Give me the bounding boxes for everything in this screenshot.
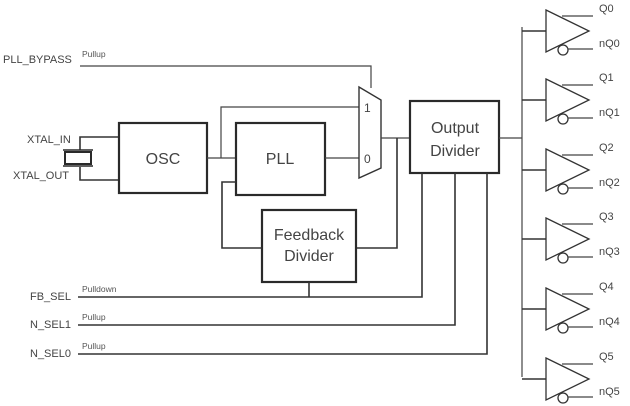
output-buffer-2: Q2 nQ2 [522,142,620,195]
xtal-in-label: XTAL_IN [27,134,71,146]
n-sel1-input: N_SEL1 Pullup [30,173,456,331]
osc-label: OSC [146,151,181,168]
n-sel1-resistor: Pullup [82,312,106,322]
feedback-divider-label-2: Divider [284,248,334,265]
osc-to-mux1-wire [220,106,359,158]
feedback-to-pll-wire [221,181,262,249]
buffer-icon [545,356,591,402]
crystal-icon [64,151,92,165]
n-sel1-wire [78,173,456,326]
osc-block: OSC [117,121,209,195]
nq-output-label: nQ2 [599,177,620,189]
output-divider-block: Output Divider [408,99,501,175]
pll-bypass-mux: 1 0 [358,85,382,180]
xtal-out-label: XTAL_OUT [13,170,69,182]
output-divider-label-2: Divider [430,143,480,160]
mux-input-0-label: 0 [364,152,371,166]
fb-sel-wire [78,173,423,298]
buffer-icon [545,8,591,54]
nq-output-label: nQ1 [599,107,620,119]
output-buffer-0: Q0 nQ0 [522,3,620,56]
fb-sel-resistor: Pulldown [82,284,117,294]
pll-bypass-resistor: Pullup [82,49,106,59]
n-sel0-input: N_SEL0 Pullup [30,173,488,360]
xtal-in-wire [79,136,118,150]
inversion-bubble-icon [557,392,569,404]
q-output-label: Q3 [599,211,614,223]
feedback-return-wire [351,138,398,249]
output-buffer-3: Q3 nQ3 [522,211,620,264]
xtal-out-wire [79,167,118,181]
inversion-bubble-icon [557,113,569,125]
q-output-label: Q1 [599,72,614,84]
output-buffer-1: Q1 nQ1 [522,72,620,125]
q-output-label: Q2 [599,142,614,154]
q-output-label: Q4 [599,281,614,293]
nq-output-label: nQ5 [599,386,620,398]
pll-bypass-input: PLL_BYPASS Pullup [3,49,372,88]
n-sel0-wire [78,173,488,355]
inversion-bubble-icon [557,183,569,195]
n-sel1-label: N_SEL1 [30,319,71,331]
inversion-bubble-icon [557,252,569,264]
output-buffer-4: Q4 nQ4 [522,281,620,334]
nq-output-label: nQ3 [599,246,620,258]
feedback-divider-label-1: Feedback [274,227,345,244]
n-sel0-resistor: Pullup [82,341,106,351]
crystal: XTAL_IN XTAL_OUT [13,134,118,182]
nq-output-label: nQ4 [599,316,620,328]
q-output-label: Q5 [599,351,614,363]
fb-sel-label: FB_SEL [30,291,71,303]
pll-bypass-wire [80,65,372,88]
pll-block: PLL [234,121,327,197]
mux-input-1-label: 1 [364,101,371,115]
inversion-bubble-icon [557,322,569,334]
pll-label: PLL [266,151,295,168]
pll-bypass-label: PLL_BYPASS [3,54,72,66]
buffer-icon [545,147,591,193]
fb-sel-input: FB_SEL Pulldown [30,173,423,303]
feedback-divider-block: Feedback Divider [260,208,358,284]
n-sel0-label: N_SEL0 [30,348,71,360]
output-buffer-5: Q5 nQ5 [522,351,620,404]
nq-output-label: nQ0 [599,38,620,50]
buffer-icon [545,286,591,332]
buffer-icon [545,77,591,123]
q-output-label: Q0 [599,3,614,15]
inversion-bubble-icon [557,44,569,56]
output-divider-label-1: Output [431,120,480,137]
buffer-icon [545,216,591,262]
